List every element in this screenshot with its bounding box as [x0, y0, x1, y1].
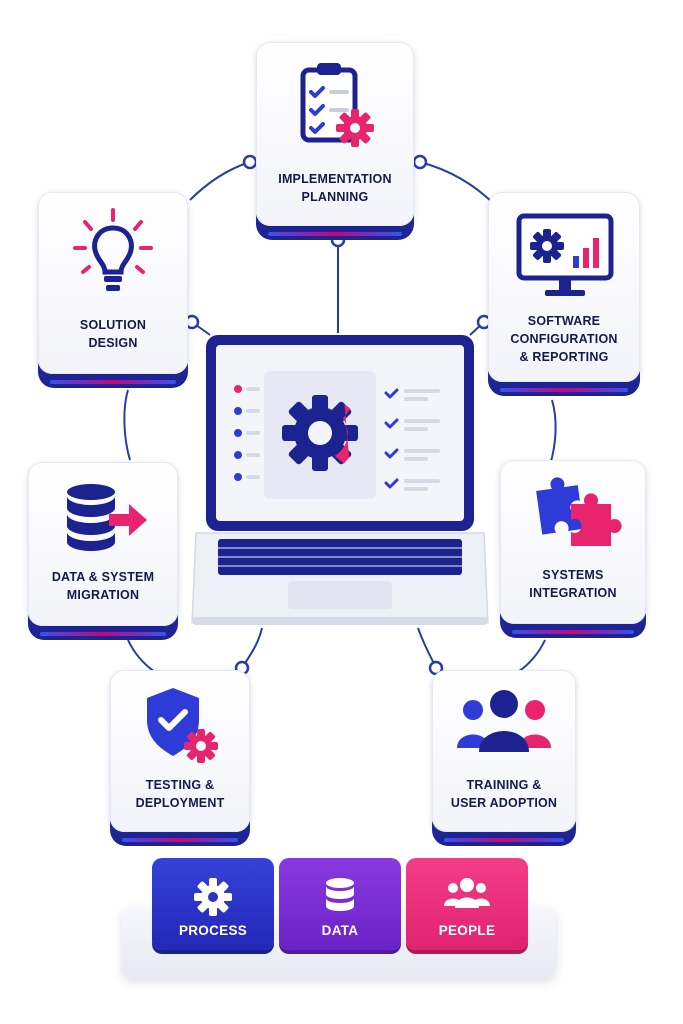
- people-icon: [444, 878, 490, 908]
- database-arrow-icon: [67, 484, 147, 551]
- tile-data-migration: DATA & SYSTEM MIGRATION: [28, 462, 178, 640]
- pillar-label: DATA: [321, 923, 359, 938]
- tile-label-line2: DEPLOYMENT: [135, 796, 225, 810]
- shield-check-gear-icon: [147, 688, 218, 763]
- pillar-label: PEOPLE: [438, 923, 496, 938]
- puzzle-pieces-icon: [536, 477, 622, 546]
- tile-label-line2: MIGRATION: [66, 588, 140, 602]
- tile-label-line1: TESTING &: [145, 778, 215, 792]
- tile-label-line3: & REPORTING: [519, 350, 609, 364]
- tile-solution-design: SOLUTION DESIGN: [38, 192, 188, 388]
- tile-label-line2: DESIGN: [88, 336, 138, 350]
- tile-label-line2: INTEGRATION: [529, 586, 617, 600]
- tile-training-adoption: TRAINING & USER ADOPTION: [432, 670, 576, 846]
- tile-label-line2: PLANNING: [301, 190, 369, 204]
- tile-label-line1: SOFTWARE: [527, 314, 601, 328]
- people-group-icon: [457, 690, 551, 752]
- tile-label-line1: TRAINING &: [466, 778, 542, 792]
- tile-label-line1: IMPLEMENTATION: [278, 172, 392, 186]
- monitor-gear-chart-icon: [516, 213, 614, 296]
- tile-label-line1: DATA & SYSTEM: [51, 570, 155, 584]
- tile-label-line2: USER ADOPTION: [450, 796, 558, 810]
- tile-implementation-planning: IMPLEMENTATION PLANNING: [256, 42, 414, 240]
- tile-testing-deployment: TESTING & DEPLOYMENT: [110, 670, 250, 846]
- tile-label-line2: CONFIGURATION: [510, 332, 618, 346]
- tile-systems-integration: SYSTEMS INTEGRATION: [500, 460, 646, 638]
- database-icon: [326, 878, 354, 911]
- pillar-process: PROCESS: [152, 858, 274, 950]
- clipboard-checklist-gear-icon: [300, 63, 374, 147]
- pillar-label: PROCESS: [178, 923, 248, 938]
- pillar-people: PEOPLE: [406, 858, 528, 950]
- tile-label-line1: SYSTEMS: [542, 568, 604, 582]
- pillar-data: DATA: [279, 858, 401, 950]
- lightbulb-icon: [73, 208, 153, 291]
- tile-label-line1: SOLUTION: [79, 318, 147, 332]
- tile-software-configuration: SOFTWARE CONFIGURATION & REPORTING: [488, 192, 640, 396]
- gear-icon: [194, 878, 232, 916]
- laptop-gear-icon: [191, 335, 489, 625]
